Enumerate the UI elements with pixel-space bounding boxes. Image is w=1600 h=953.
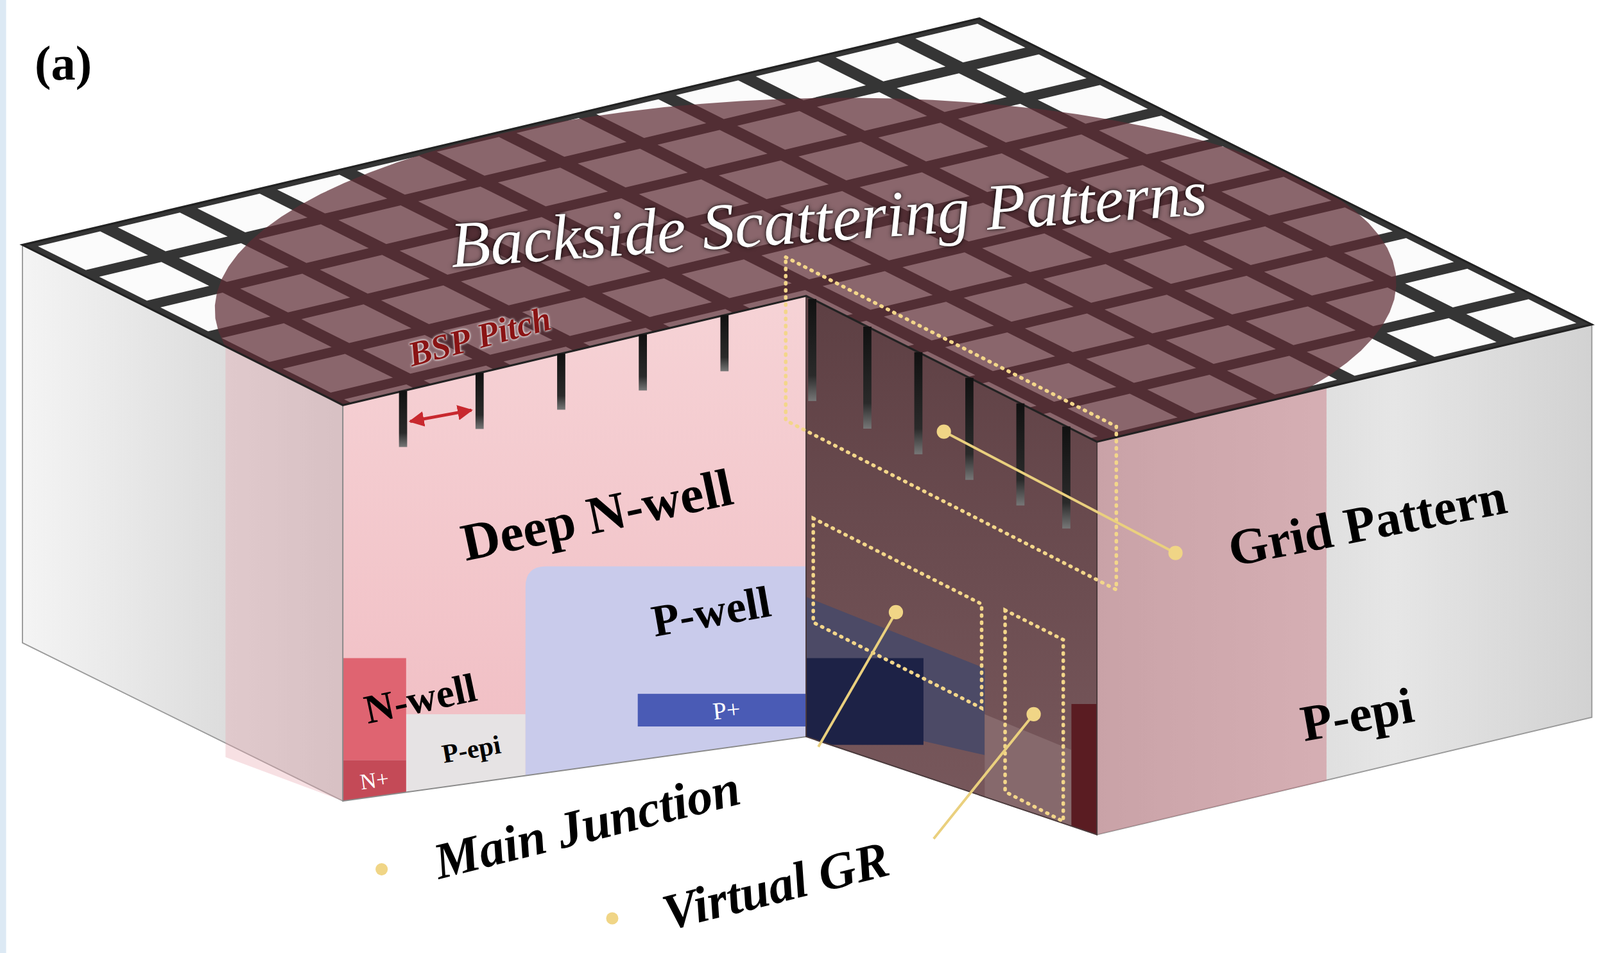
grid-cell [466, 445, 577, 484]
leader-dot [937, 424, 952, 439]
trench [1062, 426, 1071, 529]
grid-cell [976, 54, 1087, 94]
leader-dot [1026, 707, 1041, 722]
trench [1016, 403, 1025, 506]
leader-line [944, 431, 1176, 554]
pitch-arrow [410, 410, 472, 422]
pwell-side [806, 596, 985, 755]
grid-cell [99, 261, 210, 301]
grid-cell [1404, 268, 1515, 308]
gr-highlight [1005, 610, 1064, 822]
grid-cell [785, 370, 896, 409]
cylinder-left [225, 345, 343, 801]
grid-cell [748, 469, 859, 508]
grid-cell [908, 431, 1018, 470]
leader-line [818, 612, 896, 748]
pplus-side [806, 657, 924, 745]
trench [914, 352, 923, 455]
panel-label: (a) [34, 38, 92, 88]
pepi-side [984, 714, 1072, 848]
top-outline [22, 18, 1592, 443]
grid-cell [705, 388, 816, 428]
pplus-region [637, 693, 817, 727]
region-label: P+ [711, 696, 742, 724]
grid-cell [405, 415, 516, 454]
dotted-highlights [785, 257, 1117, 822]
leader-line [933, 714, 1034, 839]
trench [720, 315, 729, 371]
leaders [375, 424, 1183, 925]
leader-dot [1168, 546, 1183, 561]
bullet-dot [605, 911, 619, 925]
grid-highlight [785, 257, 1117, 590]
trench [475, 372, 484, 429]
trench [399, 390, 408, 447]
trench [638, 334, 647, 391]
grid-cell [564, 377, 675, 416]
trench [863, 326, 872, 429]
top-face [22, 18, 1592, 547]
region-label: N+ [358, 767, 391, 794]
grid-cell [724, 339, 835, 379]
leader-dot [888, 605, 904, 620]
grid-cell [625, 408, 736, 447]
grid-cell [828, 450, 939, 490]
trench [557, 353, 566, 410]
trenches [399, 299, 1071, 529]
grid-cell [644, 358, 755, 398]
trench [808, 299, 817, 402]
nplus-region [336, 759, 407, 821]
grid-cell [485, 395, 595, 435]
cylinder-right [1096, 387, 1327, 835]
bullet-dot [375, 863, 388, 876]
junction-highlight [813, 518, 982, 709]
callout-label: Virtual GR [657, 833, 895, 939]
trench [965, 378, 974, 481]
grid-cell [546, 426, 656, 466]
pepi-gap [406, 714, 526, 827]
grid-cells [37, 23, 1577, 546]
page-edge [0, 0, 7, 953]
